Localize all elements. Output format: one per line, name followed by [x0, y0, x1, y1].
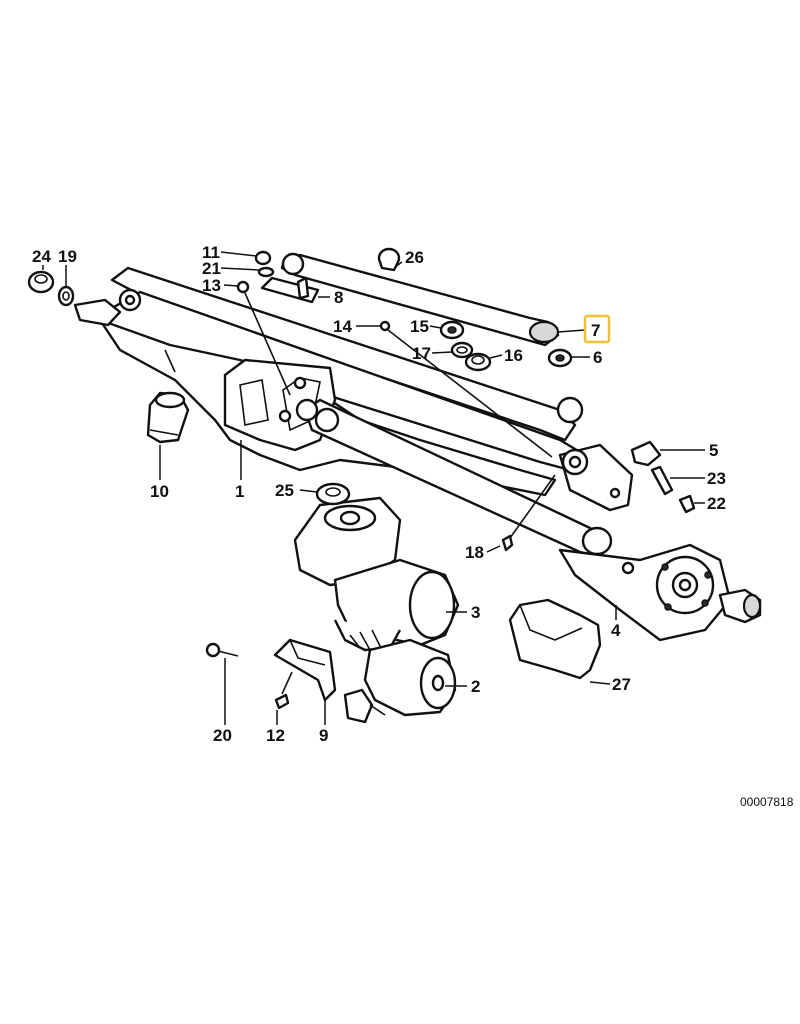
- bolt-18: [501, 474, 556, 552]
- callout-3: 3: [471, 603, 480, 622]
- ring-17: [450, 341, 474, 359]
- callout-18: 18: [465, 543, 484, 562]
- callout-24: 24: [32, 247, 51, 266]
- callout-14: 14: [333, 317, 352, 336]
- cover-part: [508, 598, 602, 680]
- bushing-15: [439, 320, 465, 340]
- callout-19: 19: [58, 247, 77, 266]
- callout-1: 1: [235, 482, 244, 501]
- callout-labels: 24 19 11 21 13 8 26 14 15 17 16 7 6 5 23…: [32, 243, 726, 745]
- callout-27: 27: [612, 675, 631, 694]
- nut-19: [57, 285, 75, 307]
- right-spindle-bracket: [556, 396, 634, 512]
- callout-12: 12: [266, 726, 285, 745]
- callout-23: 23: [707, 469, 726, 488]
- washer-21: [257, 266, 275, 278]
- bolt-20: [205, 642, 239, 658]
- callout-4: 4: [611, 621, 621, 640]
- callout-15: 15: [410, 317, 429, 336]
- bushing-5: [630, 440, 662, 467]
- small-motor-part: [343, 638, 457, 724]
- callout-9: 9: [319, 726, 328, 745]
- callout-17: 17: [412, 344, 431, 363]
- grommet-25: [315, 482, 351, 506]
- callout-21: 21: [202, 259, 221, 278]
- bracket-9: [273, 638, 337, 702]
- callout-8: 8: [334, 288, 343, 307]
- cap-6: [547, 348, 573, 368]
- lower-push-rod: [295, 398, 613, 558]
- callout-13: 13: [202, 276, 221, 295]
- clip-22: [678, 494, 696, 514]
- bolt-13: [236, 280, 291, 396]
- callout-20: 20: [213, 726, 232, 745]
- highlight-box-callout-7: [583, 314, 611, 344]
- nut-11: [254, 250, 272, 266]
- screw-12: [274, 671, 293, 710]
- washer-24: [27, 270, 55, 294]
- wiper-pivot-part: [558, 543, 762, 642]
- grommet-part: [146, 391, 190, 444]
- callout-22: 22: [707, 494, 726, 513]
- leader-lines: [42, 251, 705, 725]
- callout-16: 16: [504, 346, 523, 365]
- callout-2: 2: [471, 677, 480, 696]
- diagram-reference-number: 00007818: [740, 795, 794, 809]
- callout-11: 11: [202, 243, 220, 262]
- callout-5: 5: [709, 441, 718, 460]
- callout-26: 26: [405, 248, 424, 267]
- callout-6: 6: [593, 348, 602, 367]
- pin-23: [650, 465, 674, 496]
- bracket-8: [260, 276, 320, 304]
- callout-10: 10: [150, 482, 169, 501]
- callout-25: 25: [275, 481, 294, 500]
- wiper-frame-part: [73, 266, 587, 497]
- wiper-motor-part: [293, 496, 460, 652]
- bushing-16: [464, 352, 492, 372]
- callout-7: 7: [591, 321, 600, 340]
- bolt-14: [379, 320, 553, 458]
